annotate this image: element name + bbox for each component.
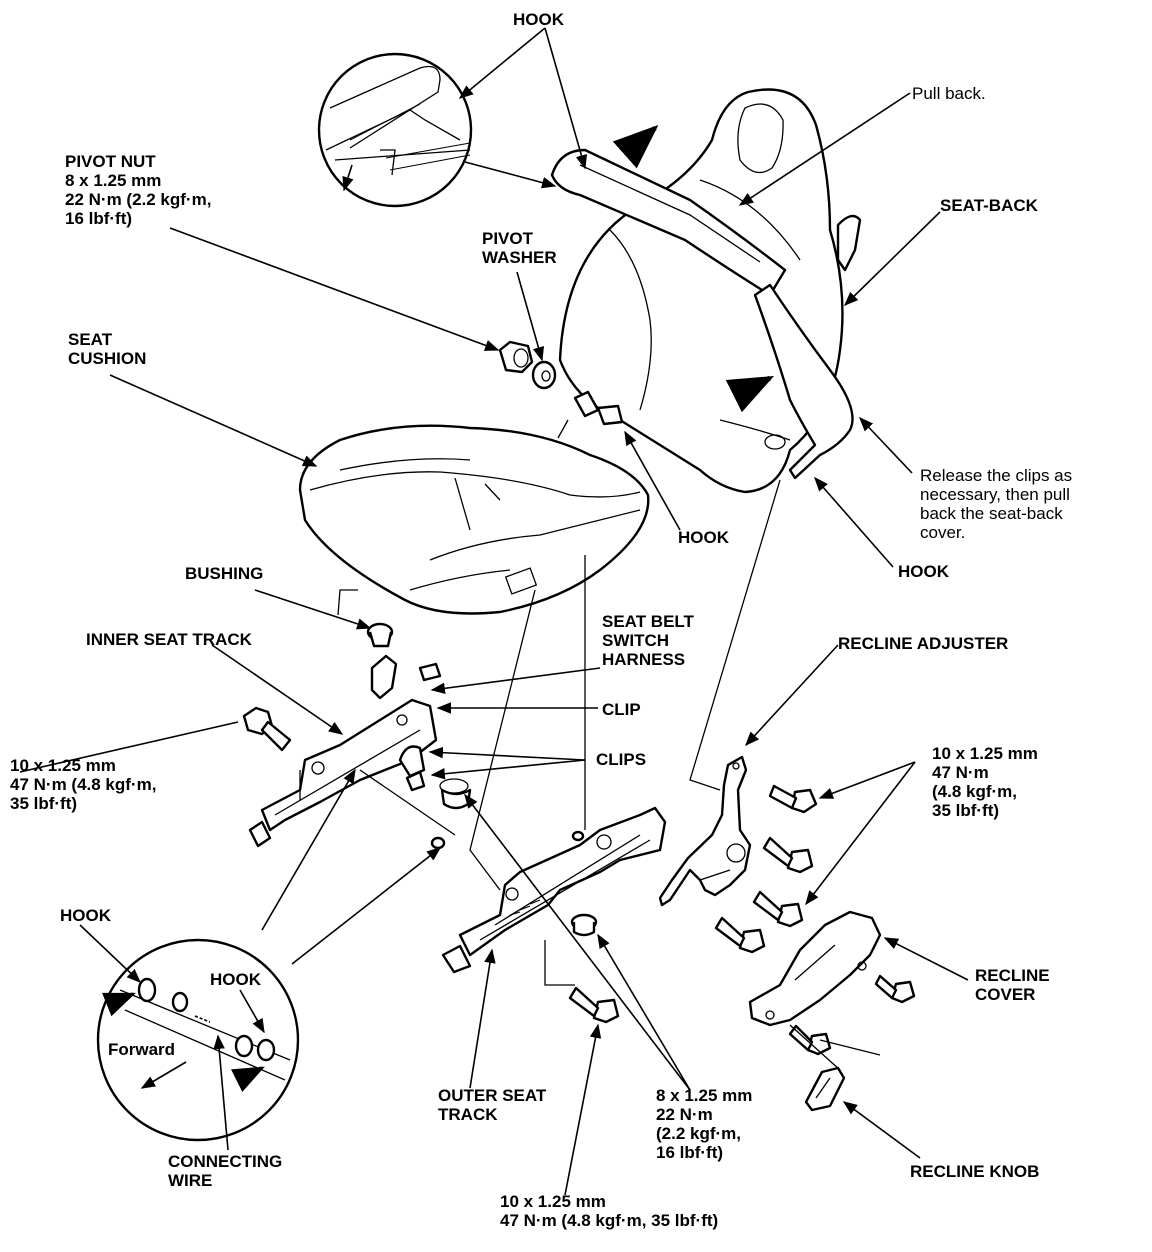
label-hook-inset-left: HOOK: [60, 906, 111, 925]
right-arrow-icon: [725, 375, 775, 413]
label-hook-top: HOOK: [513, 10, 564, 29]
hook-bracket-icon: [573, 390, 624, 426]
bushing-icon: [366, 622, 394, 648]
label-forward: Forward: [108, 1040, 176, 1059]
label-clips: CLIPS: [596, 750, 647, 769]
label-seat-cushion: SEAT CUSHION: [68, 330, 147, 368]
label-recline-cover: RECLINE COVER: [975, 966, 1050, 1004]
seat-back-illustration: [550, 88, 862, 494]
label-connecting-wire: CONNECTING WIRE: [168, 1152, 283, 1190]
label-pivot-washer: PIVOT WASHER: [482, 229, 557, 267]
label-mid-bolt-spec: 8 x 1.25 mm 22 N·m (2.2 kgf·m, 16 lbf·ft…: [656, 1086, 753, 1162]
label-release-note: Release the clips as necessary, then pul…: [920, 466, 1073, 542]
seat-cushion-illustration: [298, 424, 650, 615]
bolt-icon-cover2: [788, 1024, 832, 1056]
label-hook-inset-right: HOOK: [210, 970, 261, 989]
label-pivot-nut: PIVOT NUT: [65, 152, 156, 171]
bolt-icon-left: [242, 706, 292, 752]
bolt-icon-r1: [768, 784, 818, 814]
pivot-washer-icon: [531, 360, 557, 390]
label-hook-right: HOOK: [898, 562, 949, 581]
label-right-bolt-spec: 10 x 1.25 mm 47 N·m (4.8 kgf·m, 35 lbf·f…: [932, 744, 1038, 820]
top-hook-inset: [317, 52, 473, 208]
pivot-nut-icon: [498, 340, 534, 374]
bolt-icon-r3: [752, 890, 804, 928]
label-pull-back: Pull back.: [912, 84, 986, 103]
bolt-icon-r2: [762, 836, 814, 874]
label-bottom-bolt-spec: 10 x 1.25 mm 47 N·m (4.8 kgf·m, 35 lbf·f…: [500, 1192, 719, 1230]
label-outer-seat-track: OUTER SEAT TRACK: [438, 1086, 547, 1124]
bolt-icon-r4: [714, 916, 766, 954]
bolt-icon-bottom: [568, 986, 620, 1024]
up-arrow-icon: [612, 125, 659, 169]
label-hook-mid: HOOK: [678, 528, 729, 547]
recline-cover-illustration: [748, 910, 882, 1027]
label-seat-belt-harness: SEAT BELT SWITCH HARNESS: [602, 612, 694, 669]
recline-adjuster-illustration: [658, 755, 752, 907]
push-arrow-icon: [101, 992, 136, 1017]
label-pivot-nut-spec: 8 x 1.25 mm 22 N·m (2.2 kgf·m, 16 lbf·ft…: [65, 171, 212, 228]
down-arrow-icon: [342, 164, 354, 192]
grommet-icon: [439, 778, 472, 810]
leader-lines: [19, 27, 969, 1196]
recline-knob-illustration: [804, 1066, 846, 1112]
label-recline-adjuster: RECLINE ADJUSTER: [838, 634, 1009, 653]
label-clip: CLIP: [602, 700, 641, 719]
label-left-bolt-spec: 10 x 1.25 mm 47 N·m (4.8 kgf·m, 35 lbf·f…: [10, 756, 157, 813]
bolt-icon-cover1: [874, 974, 916, 1004]
label-inner-seat-track: INNER SEAT TRACK: [86, 630, 252, 649]
label-seat-back: SEAT-BACK: [940, 196, 1038, 215]
push-arrow-icon-2: [231, 1066, 265, 1092]
bottom-hook-inset: [96, 938, 300, 1142]
label-bushing: BUSHING: [185, 564, 264, 583]
label-recline-knob: RECLINE KNOB: [910, 1162, 1040, 1181]
forward-arrow-icon: [140, 1061, 187, 1089]
outer-seat-track-illustration: [441, 806, 667, 974]
inner-seat-track-illustration: [248, 654, 456, 850]
